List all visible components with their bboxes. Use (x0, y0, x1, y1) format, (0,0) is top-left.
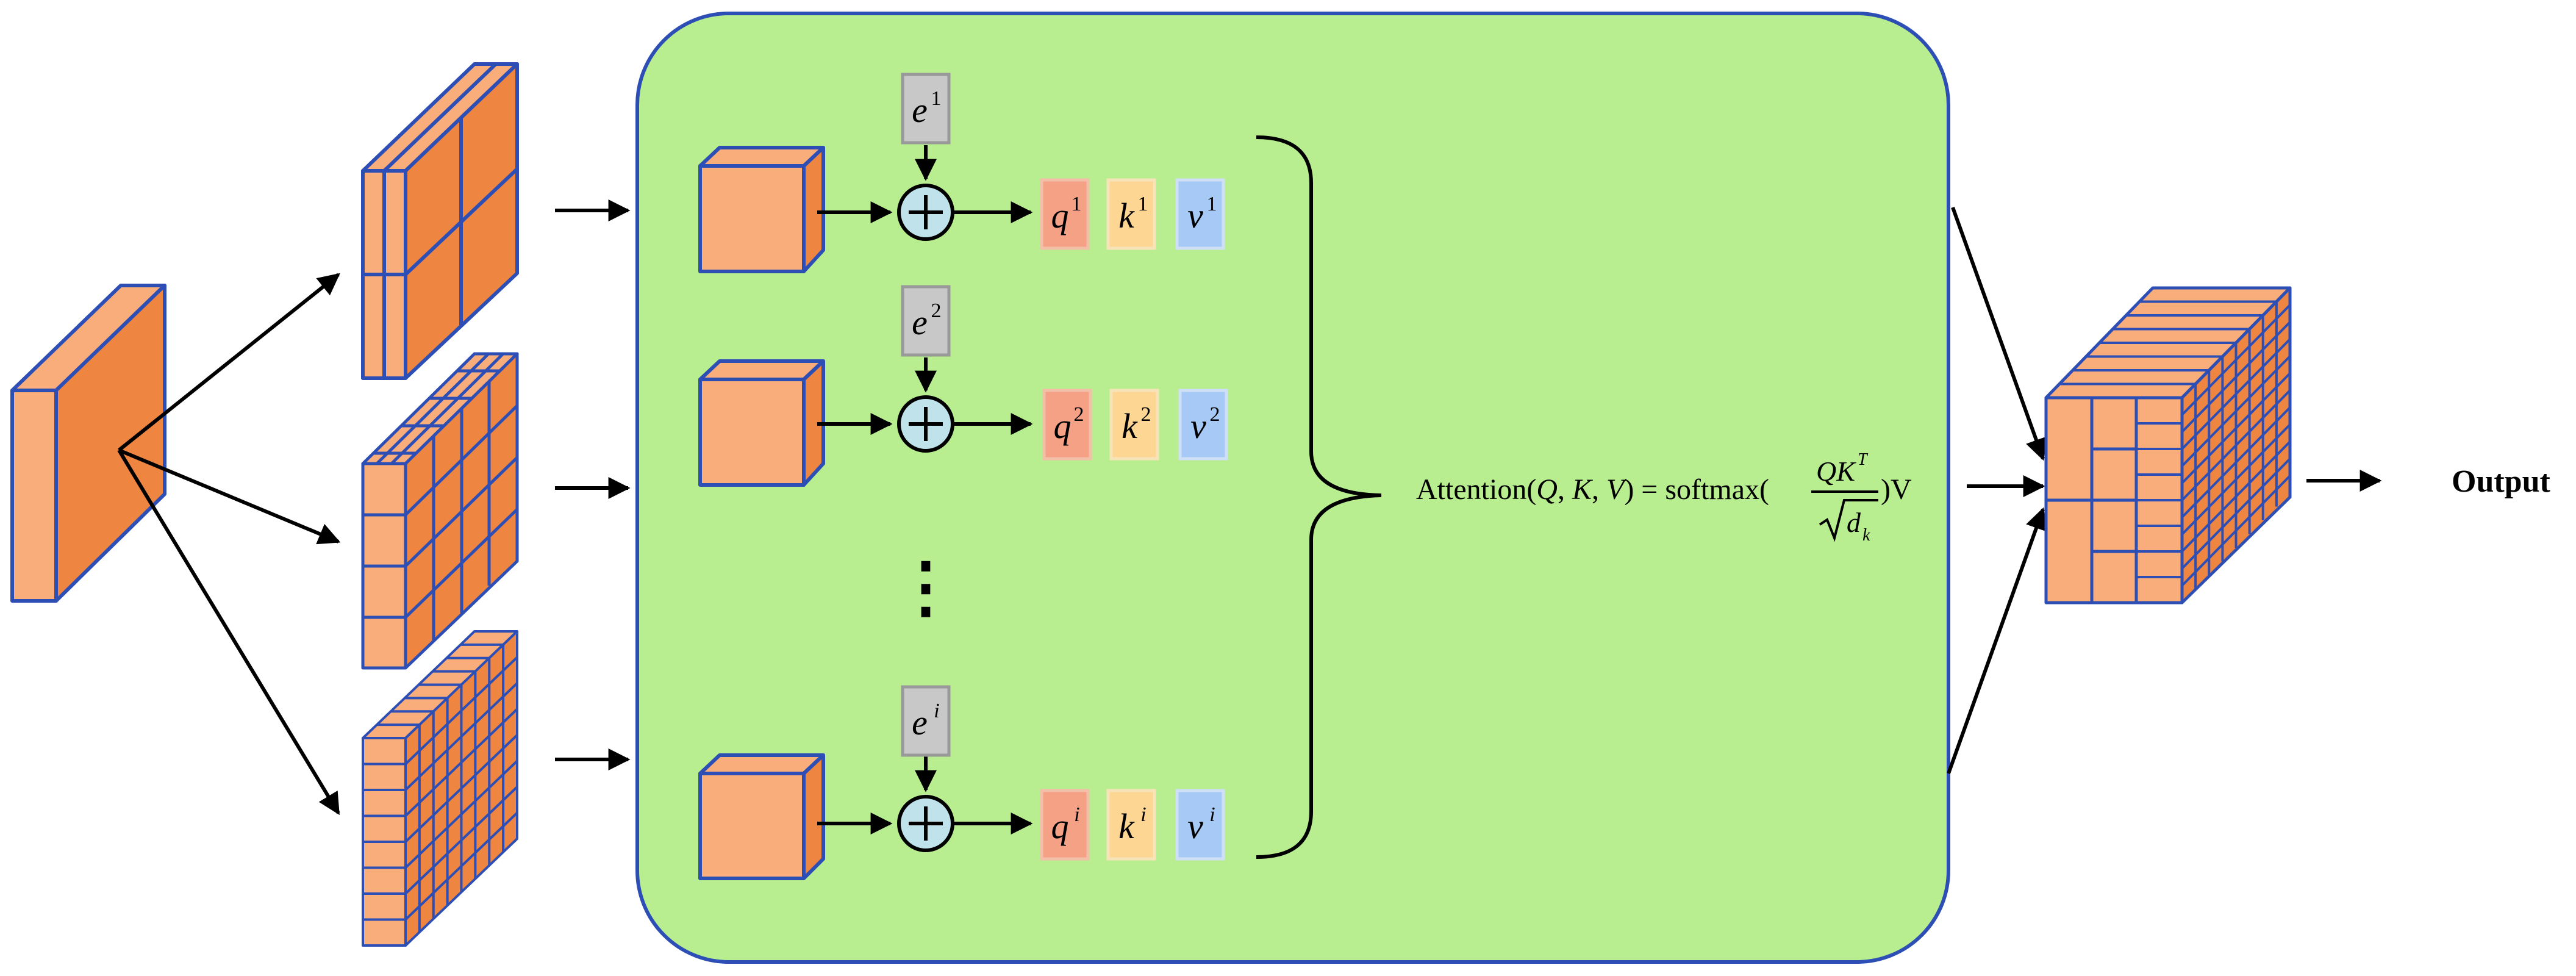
row-cube-i (698, 753, 825, 880)
v-label-i: v (1187, 806, 1203, 846)
v-label-1: v (1187, 196, 1203, 235)
q-label-1: q (1051, 196, 1069, 235)
v-sup-i: i (1209, 803, 1215, 826)
plus-circle-icon (897, 795, 954, 852)
q-label-i: q (1051, 806, 1069, 846)
patch-grid-coarse (361, 62, 519, 380)
embedding-label-i-sup: i (934, 700, 939, 722)
embedding-label-i-base: e (912, 703, 928, 742)
q-label-2: q (1054, 406, 1072, 446)
grid-line (2181, 475, 2291, 587)
output-label: Output (2452, 464, 2551, 499)
grid-line (2181, 304, 2291, 416)
right-brace-icon (1256, 135, 1382, 859)
row-cube-1 (698, 146, 825, 273)
formula-tail: )V (1881, 473, 1912, 506)
embedding-label-2-base: e (912, 303, 928, 342)
formula-denominator: d (1847, 507, 1861, 538)
v-label-2: v (1190, 406, 1206, 446)
output-grid-lines (2059, 300, 2291, 589)
k-label-1: k (1118, 196, 1135, 235)
input-feature-map (10, 284, 166, 603)
grid-line (404, 760, 518, 869)
embedding-box-2: e 2 (901, 285, 951, 357)
grid-line (2181, 372, 2291, 484)
q-sup-i: i (1074, 803, 1079, 826)
grid-line (2181, 406, 2291, 518)
qkv-row-2: q 2 k 2 v 2 (1042, 389, 1228, 461)
qkv-row-i: q i k i v i (1040, 789, 1225, 861)
row-cube-2 (698, 359, 825, 487)
grid-line (404, 812, 518, 920)
plus-circle-icon (897, 395, 954, 453)
grid-line (2181, 321, 2291, 433)
grid-line (2181, 458, 2291, 570)
qkv-row-1: q 1 k 1 v 1 (1040, 178, 1225, 250)
grid-line (2181, 338, 2291, 450)
split-arrows (117, 273, 341, 816)
grid-line (404, 786, 518, 895)
formula-denominator-sub: k (1862, 526, 1870, 545)
k-label-2: k (1122, 406, 1138, 446)
v-sup-2: 2 (1210, 403, 1220, 426)
panel-input-arrows (555, 199, 631, 770)
formula-numerator-sup: T (1858, 450, 1869, 469)
patch-grid-fine-lines (363, 643, 518, 933)
embedding-box-i: e i (901, 685, 951, 757)
q-sup-1: 1 (1072, 193, 1082, 215)
embedding-label-1-sup: 1 (931, 87, 942, 110)
grid-line (2181, 423, 2291, 536)
v-sup-1: 1 (1207, 193, 1217, 215)
attention-formula-text: Attention(Q, K, V) = softmax( (1416, 473, 1769, 506)
embedding-label-1-base: e (912, 90, 928, 130)
output-arrows (1947, 206, 2382, 775)
q-sup-2: 2 (1074, 403, 1084, 426)
formula-numerator: QK (1816, 456, 1856, 487)
k-sup-1: 1 (1138, 193, 1148, 215)
embedding-box-1: e 1 (901, 73, 951, 145)
attention-formula: Attention(Q, K, V) = softmax( QK T d k )… (1416, 450, 1912, 545)
k-sup-2: 2 (1141, 403, 1151, 426)
grid-line (2181, 355, 2291, 467)
row-arrows (817, 145, 1033, 834)
grid-line (2181, 389, 2291, 501)
grid-line (2181, 440, 2291, 553)
k-label-i: k (1118, 806, 1135, 846)
embedding-label-2-sup: 2 (931, 300, 942, 322)
vertical-ellipsis: ⋮ (892, 550, 959, 625)
plus-circle-icon (897, 184, 954, 241)
k-sup-i: i (1140, 803, 1146, 826)
radical-icon (1819, 499, 1878, 542)
attention-panel (635, 12, 1950, 964)
patch-grid-medium (361, 352, 519, 670)
